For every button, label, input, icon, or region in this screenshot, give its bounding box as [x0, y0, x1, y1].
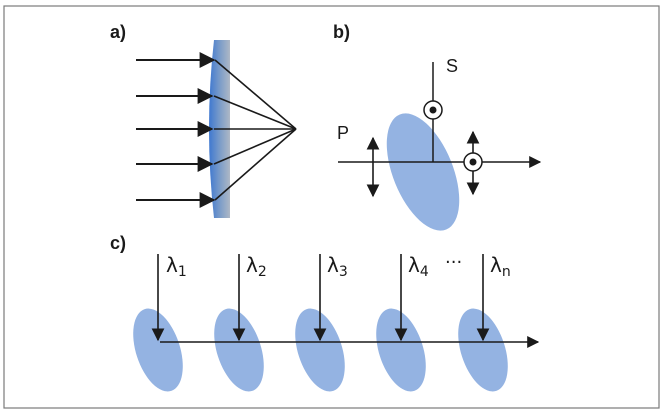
- polarization-ellipse: [386, 113, 460, 231]
- wavelength-ellipse-2: [214, 308, 264, 392]
- wavelength-ellipse-4: [376, 308, 426, 392]
- figure-frame: [3, 5, 660, 409]
- refracted-ray-2: [213, 95, 297, 130]
- lambda-n-label: λn: [490, 253, 511, 280]
- lambda-3-label: λ3: [327, 253, 348, 280]
- wavelength-ellipse-1: [133, 308, 183, 392]
- s-axis-label: S: [446, 56, 458, 76]
- wavelength-arrows: [151, 254, 490, 342]
- lambda-2-label: λ2: [246, 253, 267, 280]
- panel-b-label: b): [333, 22, 350, 42]
- wavelength-ellipse-n: [458, 308, 508, 392]
- p-axis-label: P: [337, 123, 349, 143]
- refracted-ray-5: [214, 128, 297, 201]
- panel-a: a): [110, 22, 297, 218]
- panel-c: c) λ1 λ2 λ3 λ4 ... λn: [110, 233, 540, 392]
- ellipsis: ...: [445, 247, 462, 268]
- s-polarization-dot: [429, 106, 437, 114]
- refracted-ray-4: [213, 128, 297, 165]
- panel-c-label: c): [110, 233, 126, 253]
- lambda-1-label: λ1: [166, 253, 187, 280]
- wavelength-ellipse-3: [295, 308, 345, 392]
- refracted-ray-1: [214, 59, 297, 130]
- panel-a-label: a): [110, 22, 126, 42]
- panel-b: b) S P: [333, 22, 542, 231]
- combined-polarization-dot: [469, 158, 477, 166]
- lambda-4-label: λ4: [408, 253, 429, 280]
- wavelength-ellipses: [133, 308, 508, 392]
